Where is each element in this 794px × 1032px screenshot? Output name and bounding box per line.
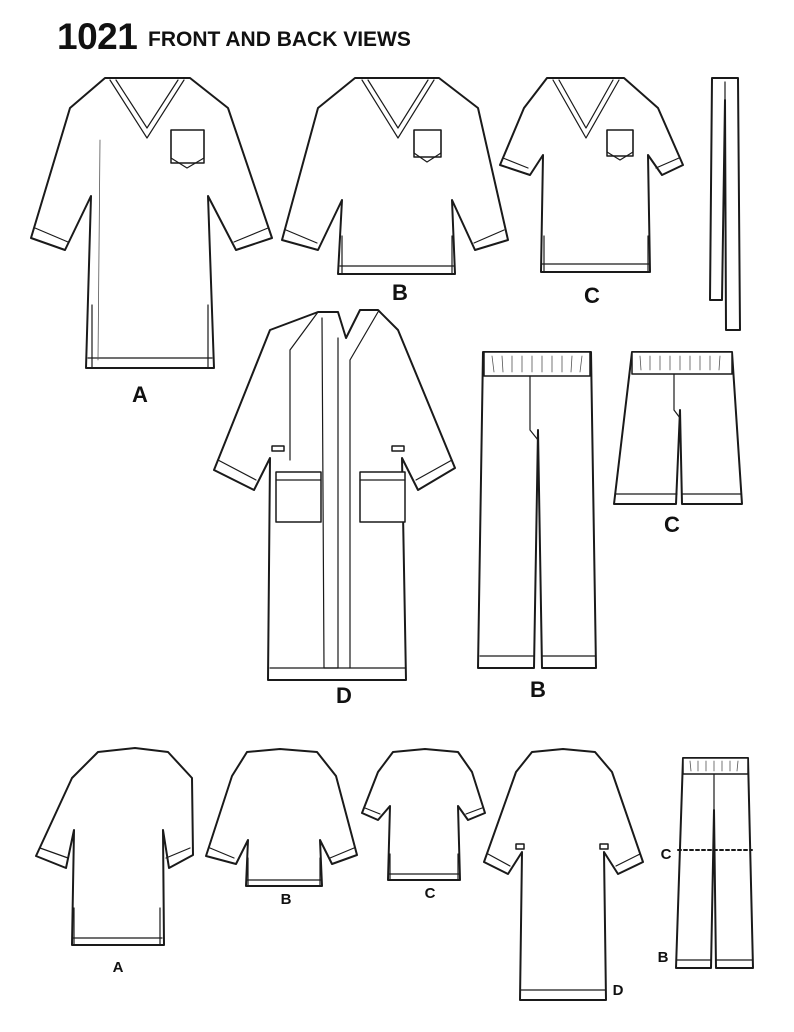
view-label-d: D: [336, 683, 352, 708]
shorts-c-front: [613, 351, 743, 505]
back-label-a: A: [113, 959, 124, 976]
tunic-a-back: [35, 747, 194, 946]
view-label-a: A: [132, 382, 148, 407]
page-title: FRONT AND BACK VIEWS: [148, 28, 411, 51]
back-label-pants-b: B: [658, 949, 669, 966]
back-label-c: C: [425, 885, 436, 902]
top-c-back: [361, 748, 486, 881]
back-label-pants-c: C: [661, 846, 672, 863]
view-label-b: B: [392, 280, 408, 305]
view-label-shorts-c: C: [664, 512, 680, 537]
robe-belt: [709, 77, 741, 331]
back-label-b: B: [281, 891, 292, 908]
tunic-a-front: [30, 77, 273, 369]
top-b-front: [281, 77, 509, 275]
pants-back: [675, 757, 754, 969]
view-label-c: C: [584, 283, 600, 308]
back-label-d: D: [613, 982, 624, 999]
robe-d-front: [213, 309, 456, 681]
top-c-front: [499, 77, 684, 273]
pattern-number: 1021: [57, 16, 138, 57]
robe-d-back: [483, 748, 644, 1001]
top-b-back: [205, 748, 358, 887]
pants-b-front: [477, 351, 597, 669]
view-label-pants-b: B: [530, 677, 546, 702]
